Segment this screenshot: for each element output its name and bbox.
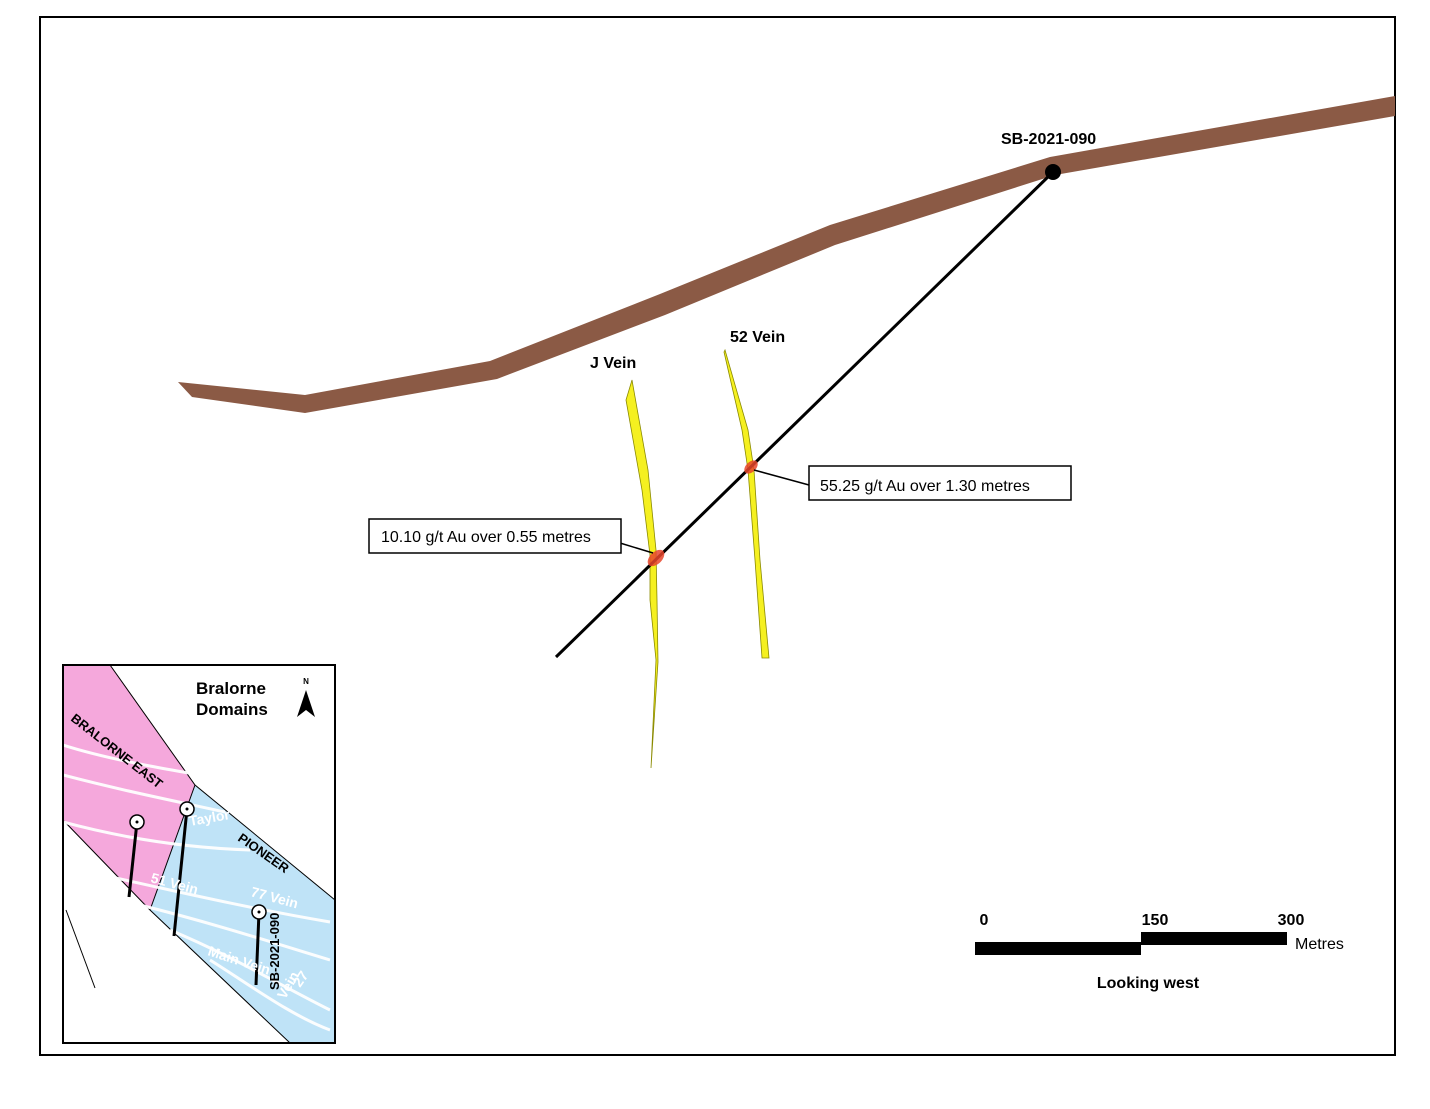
inset-drillhole-label: SB-2021-090 [267, 913, 282, 990]
scale-tick-150: 150 [1142, 912, 1169, 929]
inset-vein-label-taylor: Taylor [188, 806, 232, 829]
j-vein-intercept-marker [647, 549, 665, 567]
scale-bar-segment-2 [1141, 932, 1287, 945]
j-vein-callout-text: 10.10 g/t Au over 0.55 metres [381, 529, 591, 546]
bralorne-east-domain [63, 665, 195, 910]
drillhole-trace [554, 170, 1055, 659]
scale-unit: Metres [1295, 936, 1344, 953]
inset-map: Taylor 51 Vein 77 Vein Main Vein 27 Vein… [62, 664, 336, 1044]
52-vein-label: 52 Vein [730, 329, 785, 346]
scale-bar: 0 150 300 Metres Looking west [975, 912, 1344, 992]
52-vein-callout-box [808, 465, 1072, 501]
inset-title-line2: Domains [196, 700, 268, 719]
j-vein [625, 379, 659, 769]
j-vein-callout-box [368, 518, 622, 554]
52-vein [723, 348, 770, 659]
topography-surface [178, 96, 1395, 413]
view-direction: Looking west [1097, 975, 1200, 992]
inset-frame [62, 664, 336, 1044]
52-vein-callout-leader [753, 469, 810, 486]
scale-bar-segment-1 [975, 942, 1141, 955]
inset-title-line1: Bralorne [196, 679, 266, 698]
svg-text:N: N [303, 677, 309, 686]
52-vein-callout-text: 55.25 g/t Au over 1.30 metres [820, 478, 1030, 495]
drillhole-label: SB-2021-090 [1001, 131, 1096, 148]
pioneer-domain [150, 785, 335, 1043]
scale-tick-300: 300 [1278, 912, 1305, 929]
j-vein-label: J Vein [590, 355, 636, 372]
j-vein-callout-leader [619, 542, 654, 554]
domain-boundary [63, 665, 335, 901]
drillhole-collar [1045, 164, 1061, 180]
scale-tick-0: 0 [980, 912, 989, 929]
north-arrow-icon: N [297, 677, 315, 717]
